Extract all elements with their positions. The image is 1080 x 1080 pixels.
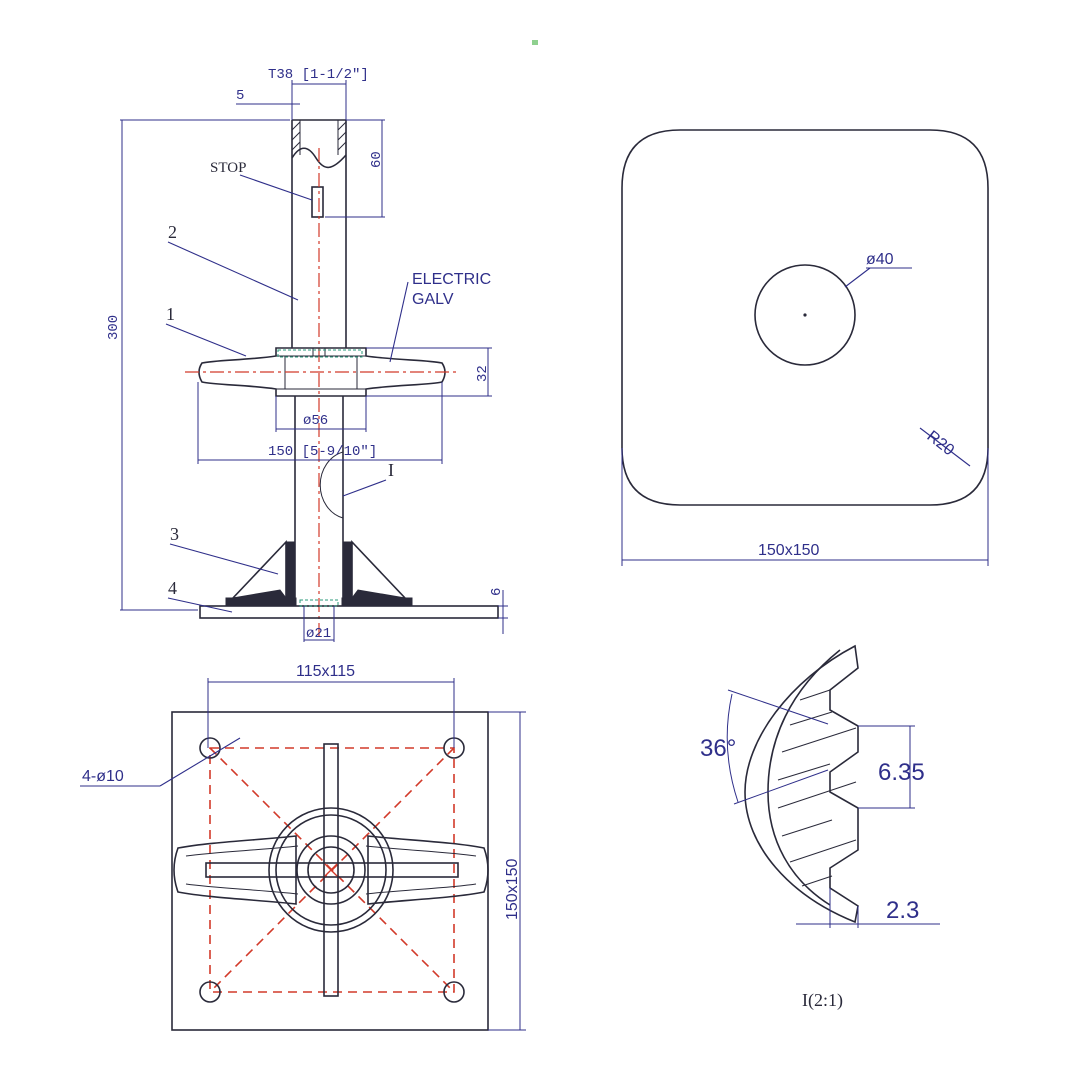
dim-stop-60: 60 xyxy=(369,151,385,168)
dim-base-150x150: 150x150 xyxy=(504,859,521,920)
dim-hole-40: ø40 xyxy=(866,251,894,268)
label-galv: GALV xyxy=(412,291,454,308)
dim-wall-5: 5 xyxy=(236,88,244,104)
dim-height-300: 300 xyxy=(106,315,122,340)
plate-center-hole xyxy=(754,264,856,366)
stop-slot xyxy=(311,186,324,218)
dim-span-150: 150 [5-9/10"] xyxy=(268,444,377,460)
dim-plate-150x150: 150x150 xyxy=(758,542,819,559)
bottom-view: 115x115 4-ø10 150x150 xyxy=(80,663,526,1031)
detail-title: I(2:1) xyxy=(802,990,843,1011)
dim-pitch-635: 6.35 xyxy=(878,759,925,786)
label-part-3: 3 xyxy=(170,524,179,544)
dim-hole-21: ø21 xyxy=(306,626,331,642)
dim-bolt-115x115: 115x115 xyxy=(296,663,355,680)
dim-holes-4x10: 4-ø10 xyxy=(82,768,124,785)
detail-i-view: 36° 6.35 2.3 I(2:1) xyxy=(700,644,940,1011)
label-part-4: 4 xyxy=(168,578,177,598)
dim-bore-56: ø56 xyxy=(303,413,328,429)
label-part-2: 2 xyxy=(168,222,177,242)
wing-nut-elevation xyxy=(185,347,458,397)
elevation-view: 300 T38 [1-1/2"] 5 60 32 ø56 150 [5-9/10… xyxy=(106,67,508,642)
dim-nut-32: 32 xyxy=(475,365,491,382)
label-detail-i: I xyxy=(388,460,394,480)
dim-tube-t38: T38 [1-1/2"] xyxy=(268,67,369,83)
dim-angle-36: 36° xyxy=(700,735,736,762)
label-stop: STOP xyxy=(210,160,246,176)
green-mark xyxy=(532,40,538,45)
dim-radius-20: R20 xyxy=(924,428,958,460)
dim-depth-23: 2.3 xyxy=(886,897,919,924)
top-view-plate: ø40 R20 150x150 xyxy=(621,129,989,566)
label-part-1: 1 xyxy=(166,304,175,324)
base-plate xyxy=(199,605,499,619)
detail-hatch xyxy=(777,689,857,887)
dim-plate-6: 6 xyxy=(489,588,505,596)
label-electric: ELECTRIC xyxy=(412,271,491,288)
